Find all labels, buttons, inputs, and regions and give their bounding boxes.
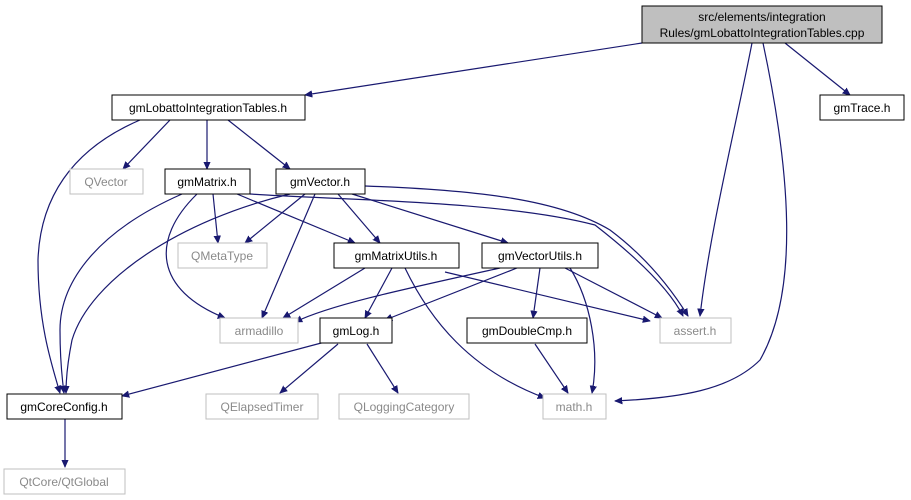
edge-log-coreconfig: [122, 341, 326, 396]
edge-doublecmp-math: [534, 343, 568, 393]
edge-root-lobatto: [305, 42, 643, 95]
node-lobatto-tables[interactable]: gmLobattoIntegrationTables.h: [111, 94, 306, 121]
edge-vectorutils-math: [569, 267, 595, 393]
node-matrix[interactable]: gmMatrix.h: [164, 168, 251, 195]
edge-lobatto-coreconfig: [37, 119, 141, 393]
node-math-label: math.h: [556, 400, 593, 414]
edge-vector-coreconfig: [66, 193, 291, 393]
edge-matrixutils-armadillo: [283, 267, 366, 318]
edge-vectorutils-armadillo: [295, 267, 501, 323]
node-assert: assert.h: [659, 317, 732, 344]
edge-matrix-armadillo: [165, 193, 225, 318]
node-qvector-label: QVector: [84, 175, 127, 189]
node-matrixutils[interactable]: gmMatrixUtils.h: [333, 242, 460, 269]
edge-root-assert: [700, 42, 753, 316]
edge-lobatto-qvector: [123, 119, 171, 169]
edge-matrixutils-assert: [444, 271, 650, 321]
node-loggingcategory: QLoggingCategory: [338, 393, 470, 420]
nodes: src/elements/integration Rules/gmLobatto…: [3, 5, 905, 495]
node-trace[interactable]: gmTrace.h: [819, 94, 905, 121]
node-doublecmp-label: gmDoubleCmp.h: [482, 324, 572, 338]
edge-vector-vectorutils: [351, 193, 508, 243]
node-log[interactable]: gmLog.h: [319, 317, 393, 344]
edge-vector-matrixutils: [337, 193, 380, 243]
edge-matrix-assert: [249, 193, 684, 316]
node-assert-label: assert.h: [674, 324, 717, 338]
edge-vectorutils-doublecmp: [533, 267, 541, 318]
edge-matrixutils-log: [364, 267, 393, 318]
edge-matrix-coreconfig: [60, 193, 183, 393]
node-armadillo: armadillo: [219, 317, 299, 344]
edge-matrix-matrixutils: [236, 193, 355, 243]
node-armadillo-label: armadillo: [235, 324, 284, 338]
edge-log-loggingcategory: [366, 343, 398, 393]
edge-vector-assert: [364, 185, 688, 316]
node-vectorutils[interactable]: gmVectorUtils.h: [481, 242, 599, 269]
node-vectorutils-label: gmVectorUtils.h: [498, 249, 582, 263]
node-qtglobal-label: QtCore/QtGlobal: [19, 475, 108, 489]
node-qmetatype-label: QMetaType: [191, 249, 253, 263]
node-log-label: gmLog.h: [333, 324, 380, 338]
root-file-label-line1: src/elements/integration: [698, 10, 825, 24]
edge-vectorutils-log: [385, 267, 518, 320]
edge-matrix-qmetatype: [212, 193, 218, 243]
node-matrix-label: gmMatrix.h: [177, 175, 236, 189]
node-qvector: QVector: [69, 168, 144, 195]
edges: [37, 42, 850, 467]
edge-log-elapsedtimer: [280, 343, 339, 393]
node-elapsedtimer: QElapsedTimer: [205, 393, 319, 420]
node-vector-label: gmVector.h: [290, 175, 350, 189]
node-elapsedtimer-label: QElapsedTimer: [221, 400, 304, 414]
edge-root-math: [615, 42, 788, 401]
node-lobatto-tables-label: gmLobattoIntegrationTables.h: [129, 101, 287, 115]
root-file-label-line2: Rules/gmLobattoIntegrationTables.cpp: [660, 26, 865, 40]
node-qtglobal: QtCore/QtGlobal: [3, 468, 126, 495]
edge-root-trace: [784, 42, 850, 95]
node-matrixutils-label: gmMatrixUtils.h: [355, 249, 438, 263]
node-qmetatype: QMetaType: [177, 242, 268, 269]
node-doublecmp[interactable]: gmDoubleCmp.h: [466, 317, 588, 344]
edge-vector-armadillo: [261, 193, 316, 318]
node-trace-label: gmTrace.h: [834, 101, 891, 115]
edge-lobatto-vector: [227, 119, 290, 169]
edge-vectorutils-assert: [564, 267, 662, 319]
node-math: math.h: [542, 393, 607, 420]
node-root-file[interactable]: src/elements/integration Rules/gmLobatto…: [641, 5, 883, 44]
node-coreconfig-label: gmCoreConfig.h: [20, 400, 107, 414]
node-loggingcategory-label: QLoggingCategory: [354, 400, 455, 414]
edge-vector-qmetatype: [245, 193, 306, 243]
node-coreconfig[interactable]: gmCoreConfig.h: [6, 393, 123, 420]
node-vector[interactable]: gmVector.h: [275, 168, 366, 195]
